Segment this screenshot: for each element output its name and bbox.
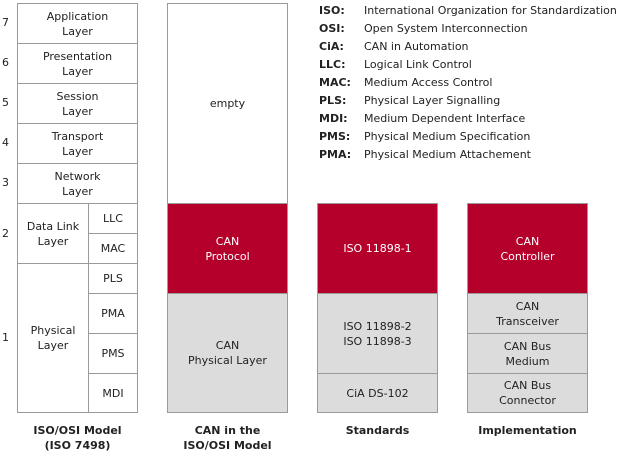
layer-number-5: 5 [2, 96, 9, 109]
layer-number-4: 4 [2, 136, 9, 149]
layer-number-1: 1 [2, 331, 9, 344]
layer-number-6: 6 [2, 56, 9, 69]
layer-number-7: 7 [2, 16, 9, 29]
layer-number-2: 2 [2, 227, 9, 240]
legend-abbr: MDI: [319, 112, 348, 125]
legend-abbr: PLS: [319, 94, 347, 107]
legend-row: MAC: Medium Access Control [319, 74, 492, 92]
legend-row: MDI: Medium Dependent Interface [319, 110, 525, 128]
legend-desc: Logical Link Control [364, 58, 472, 71]
legend-desc: Physical Layer Signalling [364, 94, 501, 107]
iso-11898-1-block: ISO 11898-1 [317, 203, 438, 294]
application-layer: Application Layer [17, 3, 138, 44]
implementation-caption: Implementation [478, 424, 577, 437]
session-layer: Session Layer [17, 83, 138, 124]
can-bus-connector-block: CAN Bus Connector [467, 373, 588, 413]
legend-row: PMS: Physical Medium Specification [319, 128, 530, 146]
legend-desc: Medium Access Control [364, 76, 493, 89]
legend-desc: Open System Interconnection [364, 22, 528, 35]
layer-number-3: 3 [2, 176, 9, 189]
presentation-layer: Presentation Layer [17, 43, 138, 84]
can-bus-medium-block: CAN Bus Medium [467, 333, 588, 374]
legend-abbr: PMS: [319, 130, 351, 143]
can-physical-layer-block: CAN Physical Layer [167, 293, 288, 413]
mdi-sublayer: MDI [88, 373, 138, 413]
legend-desc: Physical Medium Specification [364, 130, 531, 143]
legend-abbr: ISO: [319, 4, 345, 17]
legend-abbr: CiA: [319, 40, 344, 53]
pls-sublayer: PLS [88, 263, 138, 294]
iso-11898-2-3-block: ISO 11898-2 ISO 11898-3 [317, 293, 438, 374]
can-transceiver-block: CAN Transceiver [467, 293, 588, 334]
legend-row: PMA: Physical Medium Attachement [319, 146, 531, 164]
legend-row: OSI: Open System Interconnection [319, 20, 528, 38]
legend-desc: International Organization for Standardi… [364, 4, 617, 17]
mac-sublayer: MAC [88, 233, 138, 264]
empty-block: empty [167, 3, 288, 204]
network-layer: Network Layer [17, 163, 138, 204]
legend-row: ISO: International Organization for Stand… [319, 2, 617, 20]
pma-sublayer: PMA [88, 293, 138, 334]
legend-desc: Medium Dependent Interface [364, 112, 526, 125]
legend-abbr: PMA: [319, 148, 352, 161]
legend-row: PLS: Physical Layer Signalling [319, 92, 500, 110]
transport-layer: Transport Layer [17, 123, 138, 164]
physical-layer: Physical Layer [17, 263, 89, 413]
llc-sublayer: LLC [88, 203, 138, 234]
can-protocol-block: CAN Protocol [167, 203, 288, 294]
cia-ds-102-block: CiA DS-102 [317, 373, 438, 413]
legend-row: CiA: CAN in Automation [319, 38, 469, 56]
legend-abbr: LLC: [319, 58, 346, 71]
data-link-layer: Data Link Layer [17, 203, 89, 264]
legend-abbr: OSI: [319, 22, 345, 35]
legend-desc: CAN in Automation [364, 40, 469, 53]
legend-abbr: MAC: [319, 76, 351, 89]
can-controller-block: CAN Controller [467, 203, 588, 294]
can-model-caption: CAN in the ISO/OSI Model [183, 424, 272, 452]
standards-caption: Standards [345, 424, 410, 437]
osi-model-caption: ISO/OSI Model (ISO 7498) [33, 424, 122, 452]
pms-sublayer: PMS [88, 333, 138, 374]
legend-row: LLC: Logical Link Control [319, 56, 472, 74]
legend-desc: Physical Medium Attachement [364, 148, 531, 161]
